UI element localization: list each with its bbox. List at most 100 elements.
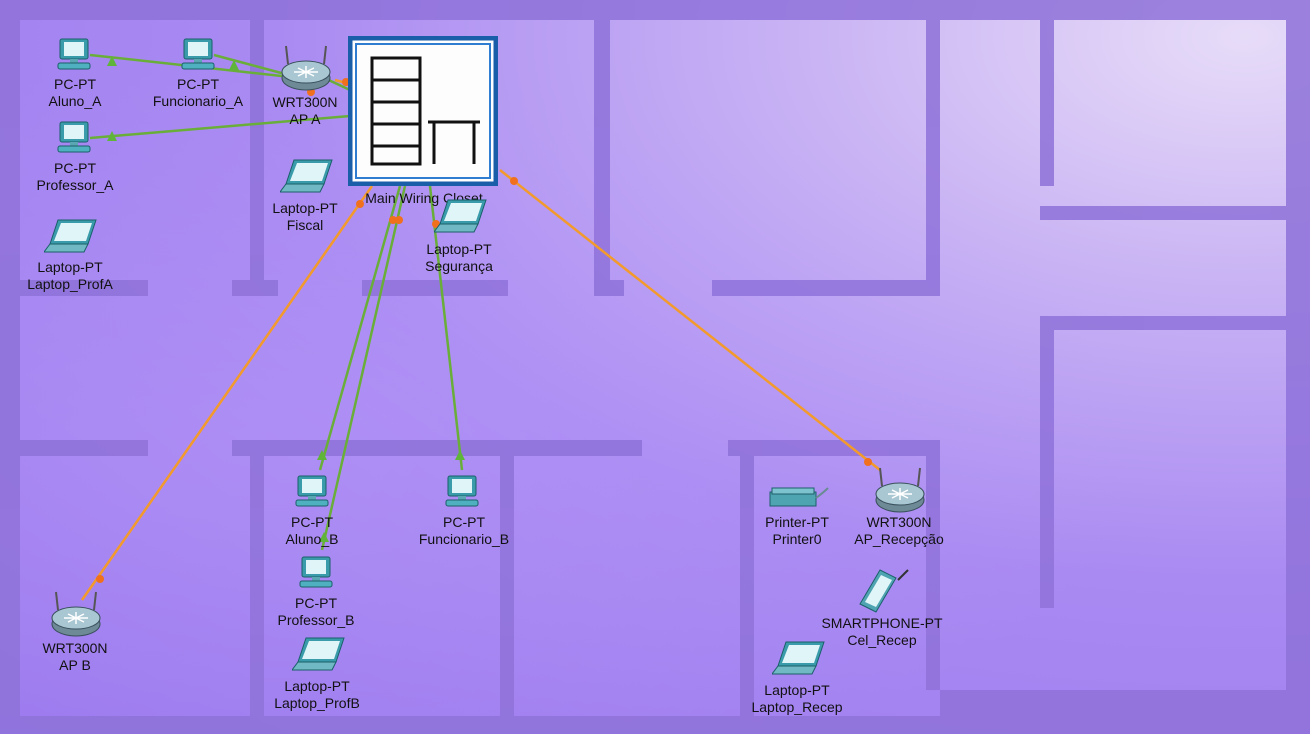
device-name: Funcionario_B — [418, 531, 510, 547]
cable-closet-aluno-b — [318, 185, 402, 471]
router-ap-b[interactable] — [50, 590, 102, 643]
port-up-indicator — [107, 131, 117, 141]
device-type: Printer-PT — [765, 514, 829, 530]
port-up-indicator — [319, 532, 329, 542]
device-type: WRT300N — [272, 94, 338, 110]
device-name: Laptop_Recep — [751, 699, 843, 715]
port-orange-indicator — [96, 575, 104, 583]
device-name: Cel_Recep — [847, 632, 917, 648]
port-up-indicator — [455, 450, 465, 460]
pc-icon — [181, 38, 215, 70]
device-type: Laptop-PT — [284, 678, 350, 694]
device-name: Printer0 — [772, 531, 822, 547]
pc-icon — [57, 38, 91, 70]
pc-professor-a[interactable] — [56, 120, 92, 159]
pc-icon — [299, 556, 333, 588]
device-name: Laptop_ProfB — [274, 695, 360, 711]
laptop-recep[interactable] — [771, 640, 826, 681]
pc-icon — [445, 475, 479, 507]
pc-funcionario-a[interactable] — [180, 37, 216, 76]
port-orange-indicator — [389, 216, 397, 224]
cable-closet-professor-b — [320, 185, 407, 551]
main-wiring-closet[interactable] — [347, 35, 499, 187]
pc-professor-b[interactable] — [298, 555, 334, 594]
cable-professor-a-closet — [89, 114, 351, 140]
phone-cel-recep[interactable] — [858, 568, 912, 619]
device-name: Professor_A — [36, 177, 114, 193]
port-orange-indicator — [510, 177, 518, 185]
port-orange-indicator — [356, 200, 364, 208]
device-name: Laptop_ProfA — [27, 276, 113, 292]
device-type: PC-PT — [443, 514, 485, 530]
laptop-icon — [771, 641, 825, 675]
device-name: AP A — [289, 111, 321, 127]
laptop-profb[interactable] — [291, 636, 346, 677]
printer-icon — [769, 487, 829, 507]
device-type: PC-PT — [54, 76, 96, 92]
pc-aluno-b[interactable] — [294, 474, 330, 513]
smartphone-icon — [859, 569, 909, 613]
laptop-icon — [291, 637, 345, 671]
laptop-icon — [279, 159, 333, 193]
device-type: Laptop-PT — [37, 259, 103, 275]
cable-closet-ap-b — [80, 185, 374, 601]
device-type: PC-PT — [53, 160, 96, 176]
laptop-icon — [433, 199, 487, 233]
device-name: Professor_B — [277, 612, 355, 628]
printer0[interactable] — [768, 484, 830, 517]
device-name: AP_Recepção — [854, 531, 944, 547]
device-name: Aluno_B — [285, 531, 339, 547]
device-type: PC-PT — [294, 595, 337, 611]
device-type: Laptop-PT — [426, 241, 492, 257]
device-type: PC-PT — [291, 514, 333, 530]
laptop-profa[interactable] — [43, 218, 98, 259]
router-ap-a[interactable] — [280, 44, 332, 97]
port-orange-indicator — [864, 458, 872, 466]
pc-aluno-a[interactable] — [56, 37, 92, 76]
router-icon — [51, 591, 101, 637]
laptop-fiscal[interactable] — [279, 158, 334, 199]
cable-closet-funcionario-b — [428, 185, 464, 471]
router-icon — [281, 45, 331, 91]
pc-funcionario-b[interactable] — [444, 474, 480, 513]
wiring-closet-icon — [347, 35, 499, 187]
device-name: Funcionario_A — [152, 93, 244, 109]
pc-icon — [57, 121, 91, 153]
device-name: AP B — [59, 657, 91, 673]
device-type: Laptop-PT — [764, 682, 830, 698]
device-type: WRT300N — [42, 640, 108, 656]
port-up-indicator — [229, 60, 239, 70]
device-name: Aluno_A — [48, 93, 102, 109]
cable-closet-ap-recepcao — [499, 169, 881, 471]
port-up-indicator — [107, 56, 117, 66]
router-icon — [875, 467, 925, 513]
device-type: PC-PT — [177, 76, 219, 92]
device-type: SMARTPHONE-PT — [821, 615, 943, 631]
laptop-icon — [43, 219, 97, 253]
port-up-indicator — [317, 450, 327, 460]
port-orange-indicator — [395, 216, 403, 224]
pc-icon — [295, 475, 329, 507]
laptop-seguranca[interactable] — [433, 198, 488, 239]
device-type: Laptop-PT — [272, 200, 338, 216]
device-name: Segurança — [425, 258, 493, 274]
router-ap-recepcao[interactable] — [874, 466, 926, 519]
